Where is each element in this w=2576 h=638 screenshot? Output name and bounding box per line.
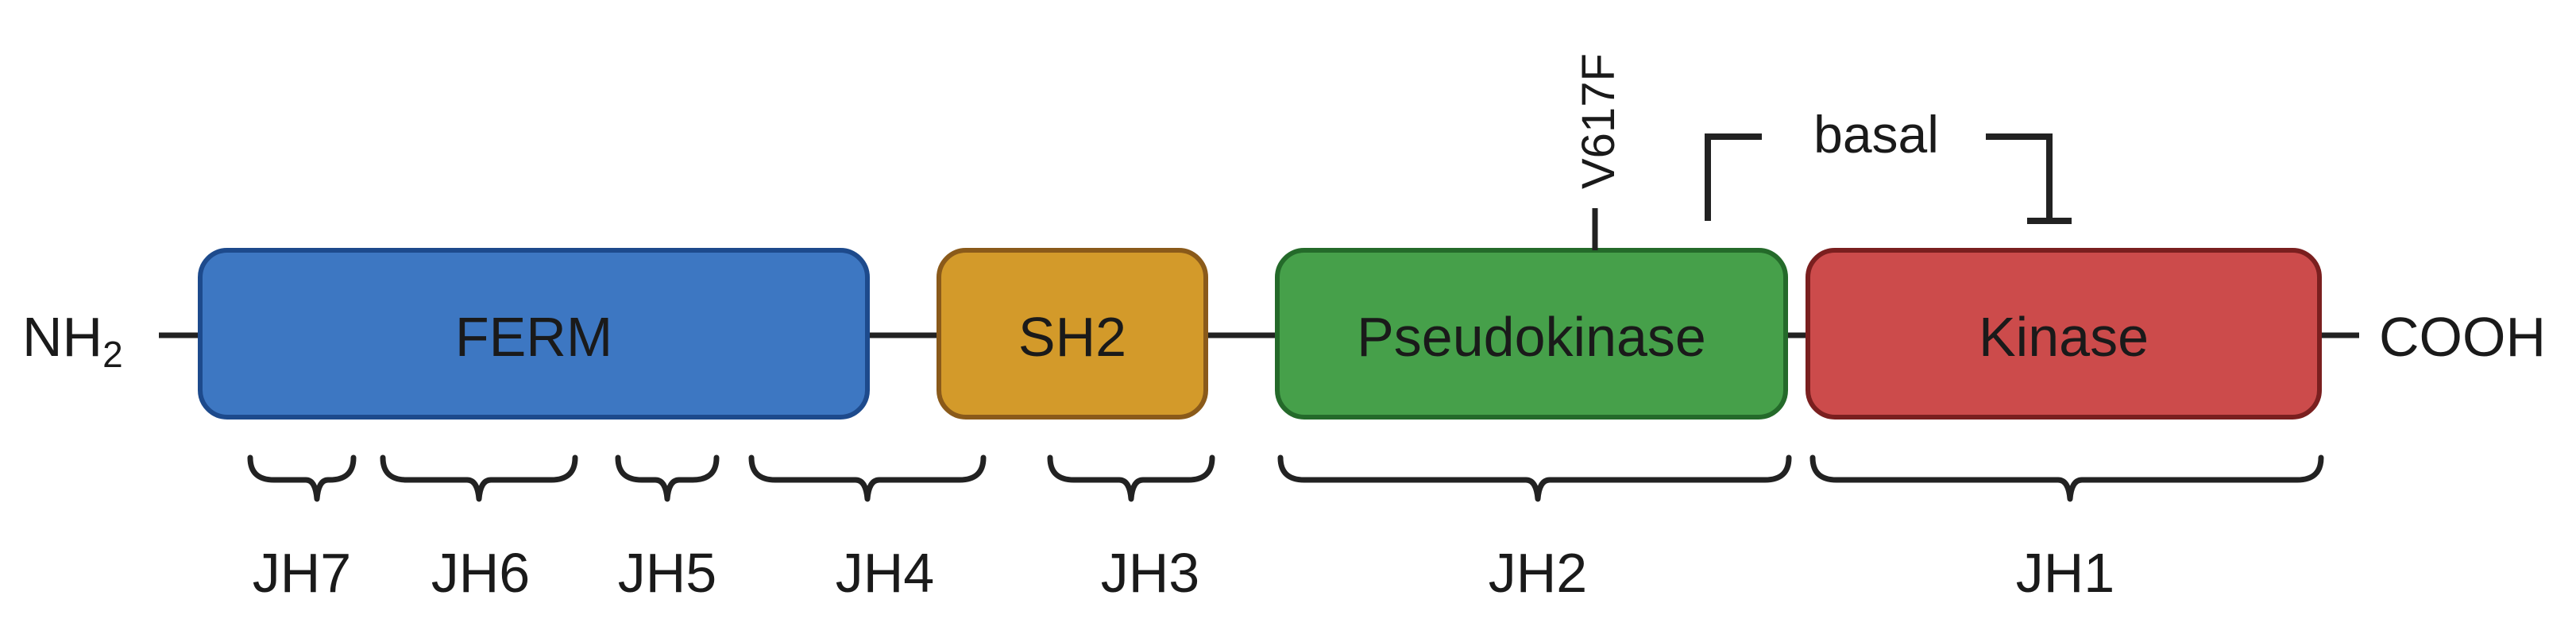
brace-jh1 <box>1809 454 2324 502</box>
jh5-label: JH5 <box>618 542 716 604</box>
sh2-box <box>937 248 1208 420</box>
inhibition-right-arm <box>1986 133 2053 221</box>
jh7-label: JH7 <box>253 542 351 604</box>
jh4-label: JH4 <box>836 542 934 604</box>
jh1-label: JH1 <box>2016 542 2114 604</box>
inhibition-left-arm <box>1705 133 1762 221</box>
jh2-label: JH2 <box>1489 542 1587 604</box>
jh-braces <box>247 454 2324 502</box>
brace-jh7 <box>247 454 357 502</box>
domain-kinase: Kinase <box>1806 248 2322 420</box>
basal-label: basal <box>1813 105 1939 164</box>
pseudokinase-box <box>1275 248 1788 420</box>
ferm-label: FERM <box>455 306 612 368</box>
brace-jh2 <box>1277 454 1792 502</box>
brace-jh5 <box>615 454 720 502</box>
domain-ferm: FERM <box>198 248 870 420</box>
jh-labels: JH7 JH6 JH5 JH4 JH3 JH2 JH1 <box>253 542 2114 604</box>
c-terminus-label: COOH <box>2379 306 2546 368</box>
mutation-marker: V617F <box>1573 53 1624 250</box>
sh2-label: SH2 <box>1018 306 1126 368</box>
brace-jh3 <box>1047 454 1215 502</box>
jh3-label: JH3 <box>1101 542 1199 604</box>
domain-sh2: SH2 <box>937 248 1208 420</box>
mutation-label: V617F <box>1573 53 1624 189</box>
domain-pseudokinase: Pseudokinase <box>1275 248 1788 420</box>
jh6-label: JH6 <box>431 542 530 604</box>
pseudokinase-label: Pseudokinase <box>1357 306 1706 368</box>
ferm-box <box>198 248 870 420</box>
brace-jh4 <box>748 454 987 502</box>
n-terminus-label: NH2 <box>22 306 123 375</box>
basal-inhibition <box>1705 133 2072 224</box>
kinase-box <box>1806 248 2322 420</box>
brace-jh6 <box>380 454 578 502</box>
kinase-label: Kinase <box>1979 306 2149 368</box>
